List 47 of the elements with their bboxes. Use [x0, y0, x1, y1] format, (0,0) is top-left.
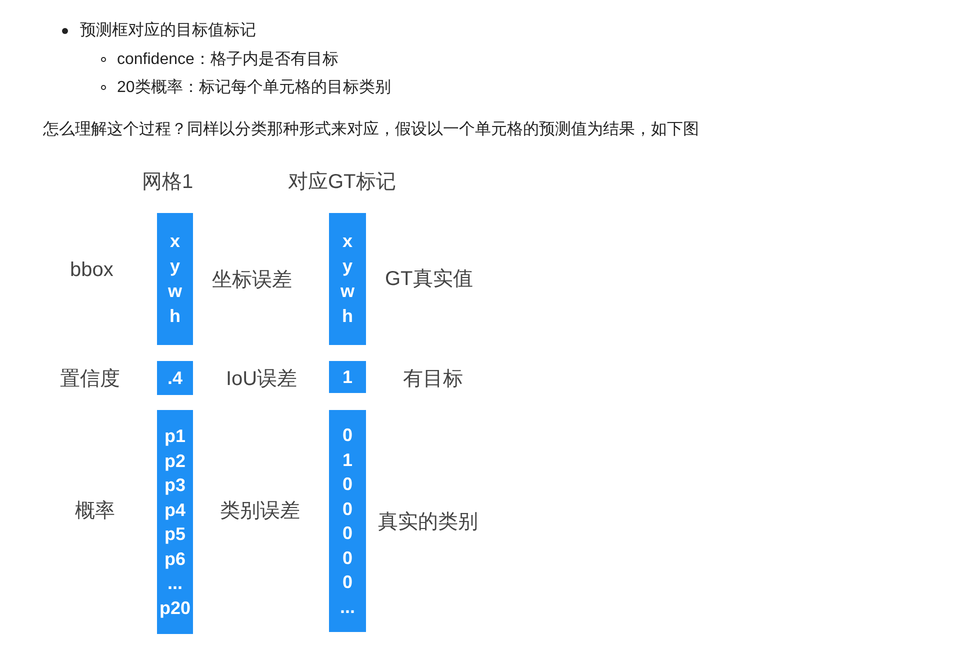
bar-value: p2 — [164, 450, 186, 473]
bar-value: 0 — [342, 522, 352, 545]
bar-value: w — [340, 280, 354, 303]
bar-value: 1 — [342, 366, 352, 389]
bar-value: p20 — [159, 596, 191, 620]
bar-value: y — [342, 255, 352, 278]
vector-bar — [329, 410, 366, 632]
list-item: 20类概率：标记每个单元格的目标类别 — [117, 78, 391, 98]
bar-value: x — [342, 230, 352, 253]
diagram-label: 置信度 — [60, 367, 120, 391]
bar-value: 1 — [342, 448, 352, 472]
bar-value: w — [168, 280, 182, 303]
vector-bar — [157, 361, 193, 395]
bar-value: p6 — [164, 548, 186, 571]
diagram-label: 有目标 — [403, 367, 463, 391]
bar-value: 0 — [342, 571, 352, 594]
bar-value: p5 — [164, 523, 186, 546]
diagram-label: IoU误差 — [226, 367, 298, 391]
vector-bar — [329, 361, 366, 393]
list-item: confidence：格子内是否有目标 — [117, 50, 338, 70]
bar-value: 0 — [342, 473, 352, 496]
diagram-label: 真实的类别 — [378, 510, 478, 534]
diagram-label: 对应GT标记 — [288, 170, 396, 194]
diagram-label: 概率 — [75, 499, 115, 523]
bar-value: 0 — [342, 498, 352, 520]
bar-value: p3 — [164, 474, 186, 497]
bar-value: h — [170, 305, 180, 328]
list-item: 预测框对应的目标值标记 — [80, 21, 256, 40]
vector-bar — [329, 213, 366, 345]
diagram-label: 类别误差 — [220, 499, 300, 523]
bar-value: p1 — [164, 425, 186, 448]
bar-value: 0 — [342, 424, 352, 447]
bar-value: h — [342, 305, 353, 328]
bar-value: y — [170, 255, 180, 278]
diagram-label: GT真实值 — [385, 267, 473, 291]
bar-value: p4 — [164, 498, 186, 522]
vector-bar — [157, 213, 193, 345]
bar-value: 0 — [342, 546, 352, 570]
diagram-label: bbox — [70, 258, 114, 282]
bar-value: ... — [167, 572, 182, 595]
vector-bar — [157, 410, 193, 634]
paragraph: 怎么理解这个过程？同样以分类那种形式来对应，假设以一个单元格的预测值为结果，如下图 — [43, 120, 699, 140]
bar-value: .4 — [167, 367, 182, 390]
bar-value: x — [170, 230, 180, 253]
diagram-label: 网格1 — [142, 170, 194, 194]
diagram-label: 坐标误差 — [212, 268, 292, 292]
bar-value: ... — [340, 596, 355, 618]
